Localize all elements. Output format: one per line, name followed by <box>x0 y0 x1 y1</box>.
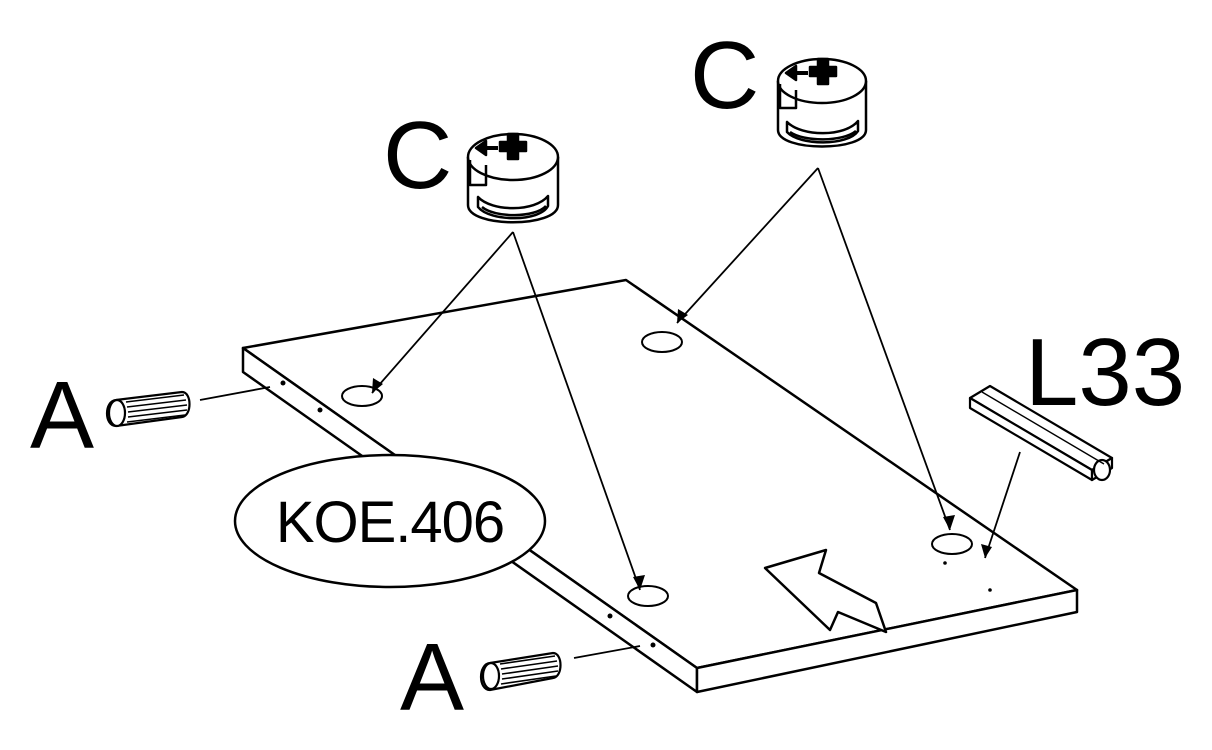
part-number-label: KOE.406 <box>276 490 504 555</box>
direction-arrow-icon <box>763 548 888 634</box>
cam-lock-right-icon <box>776 57 868 148</box>
cam-hole-2 <box>641 331 683 353</box>
part-number-oval <box>233 453 547 589</box>
strip-l33-icon <box>968 384 1114 482</box>
label-cam-lock-right: C <box>690 22 759 129</box>
cam-holes <box>341 331 973 607</box>
label-dowel-upper: A <box>30 362 94 469</box>
cam-hole-4 <box>931 533 973 555</box>
cam-hole-3 <box>627 585 669 607</box>
cam-lock-left-icon <box>466 132 560 224</box>
leader-arrowheads <box>372 309 992 590</box>
dowel-lower-icon <box>479 651 562 692</box>
label-cam-lock-left: C <box>383 102 452 209</box>
edge-holes <box>280 380 992 648</box>
panel-right-edge <box>695 588 1079 694</box>
label-dowel-lower: A <box>400 624 464 731</box>
label-strip: L33 <box>1025 319 1185 426</box>
leader-lines <box>199 167 1021 659</box>
dowel-upper-icon <box>105 390 191 428</box>
cam-hole-1 <box>341 385 383 407</box>
